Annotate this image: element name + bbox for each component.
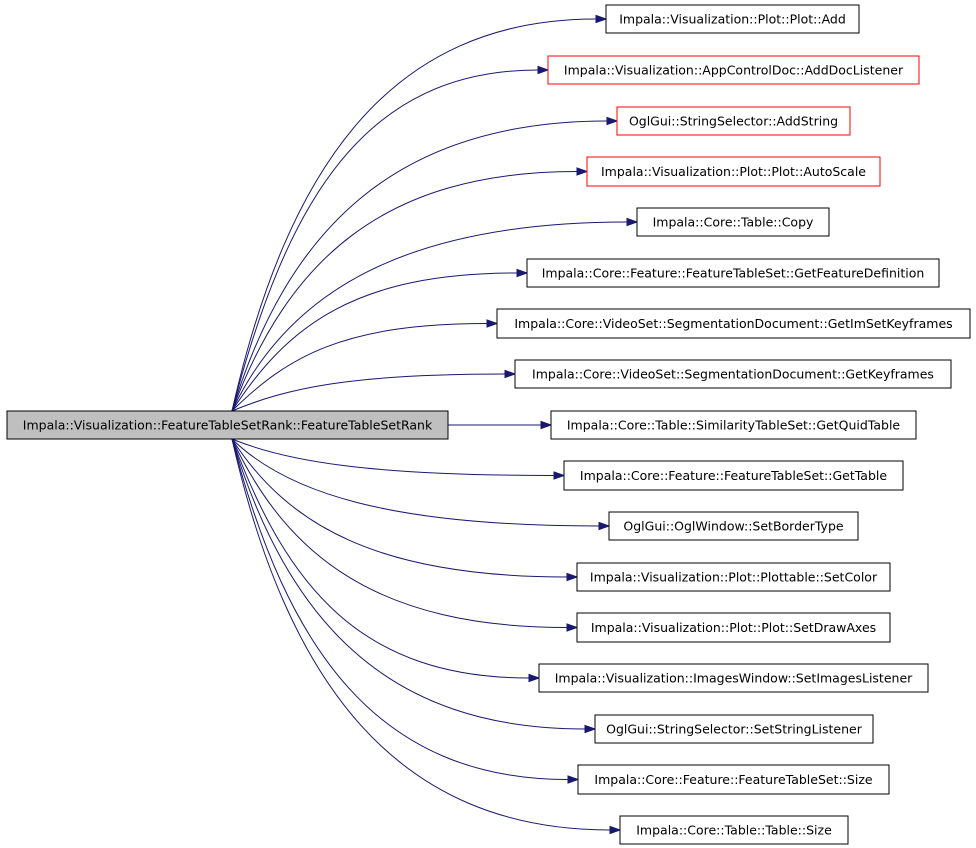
- edge-to-callee-impala-core-table-table-size: [231, 438, 611, 831]
- arrowhead-icon: [553, 471, 566, 480]
- callee-node-label: Impala::Core::VideoSet::SegmentationDocu…: [532, 367, 934, 382]
- edge-to-callee-impala-core-videoset-segmentationdocument-getkeyframes: [231, 373, 506, 412]
- callee-impala-visualization-plot-plot-autoscale[interactable]: Impala::Visualization::Plot::Plot::AutoS…: [586, 156, 881, 187]
- callee-node-box: [576, 612, 891, 643]
- callee-node-box: [550, 410, 917, 440]
- callee-node-box: [547, 55, 920, 85]
- arrowhead-icon: [567, 775, 580, 784]
- callee-node-box: [616, 106, 851, 136]
- callee-node-label: Impala::Visualization::Plot::Plottable::…: [590, 570, 878, 585]
- callee-node-box: [576, 562, 891, 592]
- arrowhead-icon: [566, 623, 579, 632]
- callee-node-label: Impala::Visualization::Plot::Plot::SetDr…: [591, 620, 876, 635]
- callee-node-box: [496, 308, 971, 339]
- arrowhead-icon: [566, 572, 579, 582]
- callee-oglgui-stringselector-setstringlistener[interactable]: OglGui::StringSelector::SetStringListene…: [594, 714, 874, 744]
- arrowhead-icon: [540, 420, 553, 430]
- source-node-label: Impala::Visualization::FeatureTableSetRa…: [23, 418, 433, 433]
- edge-to-callee-impala-visualization-plot-plottable-setcolor: [231, 438, 568, 578]
- arrowhead-icon: [609, 825, 622, 835]
- callee-node-box: [619, 815, 849, 845]
- callee-node-label: OglGui::OglWindow::SetBorderType: [623, 519, 843, 534]
- callee-impala-visualization-plot-plot-setdrawaxes[interactable]: Impala::Visualization::Plot::Plot::SetDr…: [576, 612, 891, 643]
- callee-node-box: [586, 156, 881, 187]
- edge-to-callee-oglgui-stringselector-addstring: [231, 120, 608, 412]
- source-node-box: [6, 410, 449, 440]
- arrowhead-icon: [595, 14, 608, 24]
- callee-impala-core-table-similaritytableset-getquidtable[interactable]: Impala::Core::Table::SimilarityTableSet:…: [550, 410, 917, 440]
- callee-node-box: [636, 207, 830, 237]
- callee-impala-core-feature-featuretableset-getfeaturedefinition[interactable]: Impala::Core::Feature::FeatureTableSet::…: [526, 258, 940, 288]
- callee-node-box: [577, 764, 890, 795]
- callee-impala-core-videoset-segmentationdocument-getimsetkeyframes[interactable]: Impala::Core::VideoSet::SegmentationDocu…: [496, 308, 971, 339]
- callee-node-label: OglGui::StringSelector::AddString: [629, 114, 838, 129]
- callee-node-label: Impala::Visualization::ImagesWindow::Set…: [555, 671, 913, 686]
- edge-to-callee-impala-visualization-imageswindow-setimageslistener: [231, 438, 530, 679]
- arrowhead-icon: [537, 65, 550, 75]
- callee-impala-visualization-imageswindow-setimageslistener[interactable]: Impala::Visualization::ImagesWindow::Set…: [538, 663, 929, 693]
- callee-node-label: Impala::Visualization::Plot::Plot::Add: [619, 12, 846, 27]
- source-node[interactable]: Impala::Visualization::FeatureTableSetRa…: [6, 410, 449, 440]
- callee-node-label: Impala::Visualization::AppControlDoc::Ad…: [564, 63, 904, 78]
- edge-to-callee-impala-core-table-copy: [231, 221, 628, 412]
- callee-node-label: Impala::Core::Feature::FeatureTableSet::…: [594, 772, 873, 787]
- callee-node-box: [514, 359, 952, 389]
- arrowhead-icon: [576, 167, 589, 176]
- callee-impala-visualization-plot-plot-add[interactable]: Impala::Visualization::Plot::Plot::Add: [605, 4, 860, 34]
- edge-to-callee-impala-visualization-plot-plot-add: [231, 18, 597, 412]
- edge-to-callee-oglgui-stringselector-setstringlistener: [231, 438, 586, 730]
- callee-node-box: [538, 663, 929, 693]
- callee-impala-visualization-appcontroldoc-adddoclistener[interactable]: Impala::Visualization::AppControlDoc::Ad…: [547, 55, 920, 85]
- callee-impala-core-feature-featuretableset-gettable[interactable]: Impala::Core::Feature::FeatureTableSet::…: [563, 460, 904, 491]
- callee-node-label: Impala::Core::VideoSet::SegmentationDocu…: [514, 316, 952, 331]
- arrowhead-icon: [598, 521, 611, 531]
- callee-impala-core-videoset-segmentationdocument-getkeyframes[interactable]: Impala::Core::VideoSet::SegmentationDocu…: [514, 359, 952, 389]
- arrowhead-icon: [486, 319, 499, 328]
- callee-node-box: [563, 460, 904, 491]
- callee-node-label: Impala::Core::Table::Table::Size: [636, 823, 832, 838]
- callee-node-box: [608, 511, 859, 541]
- callee-oglgui-oglwindow-setbordertype[interactable]: OglGui::OglWindow::SetBorderType: [608, 511, 859, 541]
- call-edges: [231, 14, 639, 835]
- callee-node-label: Impala::Core::Feature::FeatureTableSet::…: [580, 468, 887, 483]
- edge-to-callee-impala-core-feature-featuretableset-size: [231, 438, 569, 780]
- arrowhead-icon: [584, 724, 597, 734]
- call-nodes: Impala::Visualization::FeatureTableSetRa…: [6, 4, 971, 845]
- arrowhead-icon: [516, 268, 529, 278]
- callee-impala-core-feature-featuretableset-size[interactable]: Impala::Core::Feature::FeatureTableSet::…: [577, 764, 890, 795]
- callee-impala-visualization-plot-plottable-setcolor[interactable]: Impala::Visualization::Plot::Plottable::…: [576, 562, 891, 592]
- arrowhead-icon: [626, 217, 639, 227]
- callee-node-box: [526, 258, 940, 288]
- callee-node-label: OglGui::StringSelector::SetStringListene…: [606, 722, 863, 737]
- edge-to-callee-impala-core-feature-featuretableset-getfeaturedefinition: [231, 272, 518, 412]
- callee-node-label: Impala::Core::Table::SimilarityTableSet:…: [567, 418, 901, 433]
- arrowhead-icon: [504, 369, 517, 379]
- callee-impala-core-table-table-size[interactable]: Impala::Core::Table::Table::Size: [619, 815, 849, 845]
- edge-to-callee-impala-core-videoset-segmentationdocument-getimsetkeyframes: [231, 323, 488, 412]
- callee-impala-core-table-copy[interactable]: Impala::Core::Table::Copy: [636, 207, 830, 237]
- edge-to-callee-impala-visualization-plot-plot-autoscale: [231, 171, 578, 412]
- arrowhead-icon: [528, 673, 541, 683]
- callee-node-box: [594, 714, 874, 744]
- edge-to-callee-impala-visualization-plot-plot-setdrawaxes: [231, 438, 568, 628]
- arrowhead-icon: [606, 116, 619, 126]
- callee-oglgui-stringselector-addstring[interactable]: OglGui::StringSelector::AddString: [616, 106, 851, 136]
- callee-node-label: Impala::Visualization::Plot::Plot::AutoS…: [601, 164, 866, 179]
- edge-to-callee-oglgui-oglwindow-setbordertype: [231, 438, 600, 527]
- edge-to-callee-impala-visualization-appcontroldoc-adddoclistener: [231, 69, 539, 412]
- callee-node-box: [605, 4, 860, 34]
- callee-node-label: Impala::Core::Feature::FeatureTableSet::…: [542, 266, 925, 281]
- edge-to-callee-impala-core-feature-featuretableset-gettable: [231, 438, 555, 476]
- callee-node-label: Impala::Core::Table::Copy: [653, 215, 814, 230]
